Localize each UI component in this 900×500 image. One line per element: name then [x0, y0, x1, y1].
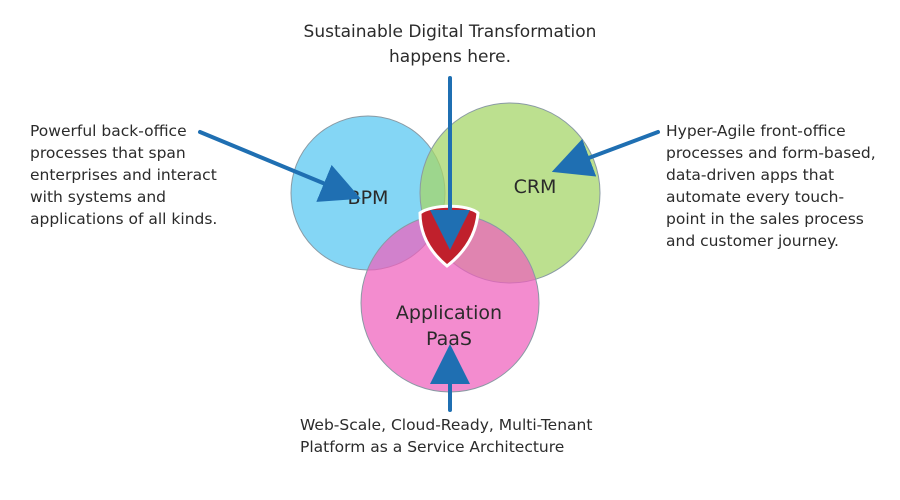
right-arrow [551, 130, 660, 177]
crm-description-line: processes and form-based, [666, 144, 876, 162]
crm-description: Hyper-Agile front-office processes and f… [666, 120, 898, 252]
top-caption: Sustainable Digital Transformation happe… [260, 20, 640, 70]
crm-description-line: point in the sales process [666, 210, 864, 228]
bpm-description-line: processes that span [30, 144, 186, 162]
paas-description: Web-Scale, Cloud-Ready, Multi-Tenant Pla… [300, 414, 640, 458]
bpm-description-line: with systems and [30, 188, 167, 206]
top-caption-line-1: Sustainable Digital Transformation [303, 22, 597, 42]
crm-description-line: and customer journey. [666, 232, 839, 250]
crm-description-line: automate every touch- [666, 188, 845, 206]
bpm-description: Powerful back-office processes that span… [30, 120, 260, 230]
crm-label: CRM [514, 176, 557, 198]
bpm-description-line: Powerful back-office [30, 122, 187, 140]
paas-description-line: Web-Scale, Cloud-Ready, Multi-Tenant [300, 416, 593, 434]
bpm-description-line: enterprises and interact [30, 166, 217, 184]
paas-description-line: Platform as a Service Architecture [300, 438, 565, 456]
crm-description-line: Hyper-Agile front-office [666, 122, 846, 140]
left-arrow [198, 130, 361, 202]
bpm-description-line: applications of all kinds. [30, 210, 218, 228]
top-caption-line-2: happens here. [389, 47, 511, 67]
pointer-arrows [198, 76, 660, 412]
paas-label-line-1: Application [396, 302, 502, 324]
bpm-label: BPM [348, 187, 389, 209]
paas-label-line-2: PaaS [426, 328, 472, 350]
crm-description-line: data-driven apps that [666, 166, 835, 184]
